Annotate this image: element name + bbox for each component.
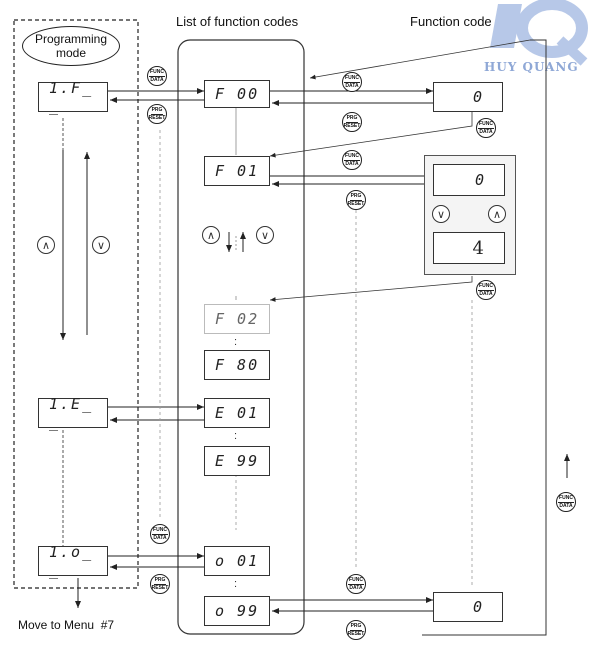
programming-mode-label: Programming mode bbox=[22, 26, 120, 66]
function-code-e99: E 99 bbox=[204, 446, 270, 476]
down-key-icon: ∨ bbox=[92, 236, 110, 254]
down-key-icon: ∨ bbox=[432, 205, 450, 223]
menu-display-1f: 1.F_ _ bbox=[38, 79, 108, 115]
data-display-o99: 0 bbox=[433, 592, 503, 622]
function-code-f01: F 01 bbox=[204, 156, 270, 186]
down-key-icon: ∨ bbox=[256, 226, 274, 244]
programming-mode-line1: Programming bbox=[34, 32, 108, 46]
up-key-icon: ∧ bbox=[488, 205, 506, 223]
data-display-f00: 0 bbox=[433, 82, 503, 112]
function-code-o01: o 01 bbox=[204, 546, 270, 576]
function-code-f00: F 00 bbox=[204, 80, 270, 108]
footer-label: Move to Menu #7 bbox=[18, 618, 115, 632]
ellipsis-colon: : bbox=[234, 430, 238, 442]
function-code-e01: E 01 bbox=[204, 398, 270, 428]
logo-text: HUY QUANG bbox=[484, 60, 579, 74]
data-display-f01-top: 0 bbox=[433, 164, 505, 196]
logo-mark-icon bbox=[490, 0, 588, 66]
function-code-f02: F 02 bbox=[204, 304, 270, 334]
function-code-o99: o 99 bbox=[204, 596, 270, 626]
logo: HUY QUANG bbox=[480, 0, 600, 78]
function-code-f80: F 80 bbox=[204, 350, 270, 380]
ellipsis-colon: : bbox=[234, 578, 238, 590]
up-key-icon: ∧ bbox=[37, 236, 55, 254]
menu-display-1e: 1.E_ _ bbox=[38, 395, 108, 431]
list-title: List of function codes bbox=[176, 14, 299, 29]
programming-mode-line2: mode bbox=[55, 46, 87, 60]
up-key-icon: ∧ bbox=[202, 226, 220, 244]
data-title: Function code data bbox=[410, 14, 521, 29]
data-display-f01-bottom: 4 bbox=[433, 232, 505, 264]
ellipsis-colon: : bbox=[234, 336, 238, 348]
menu-display-1o: 1.o_ _ bbox=[38, 543, 108, 579]
